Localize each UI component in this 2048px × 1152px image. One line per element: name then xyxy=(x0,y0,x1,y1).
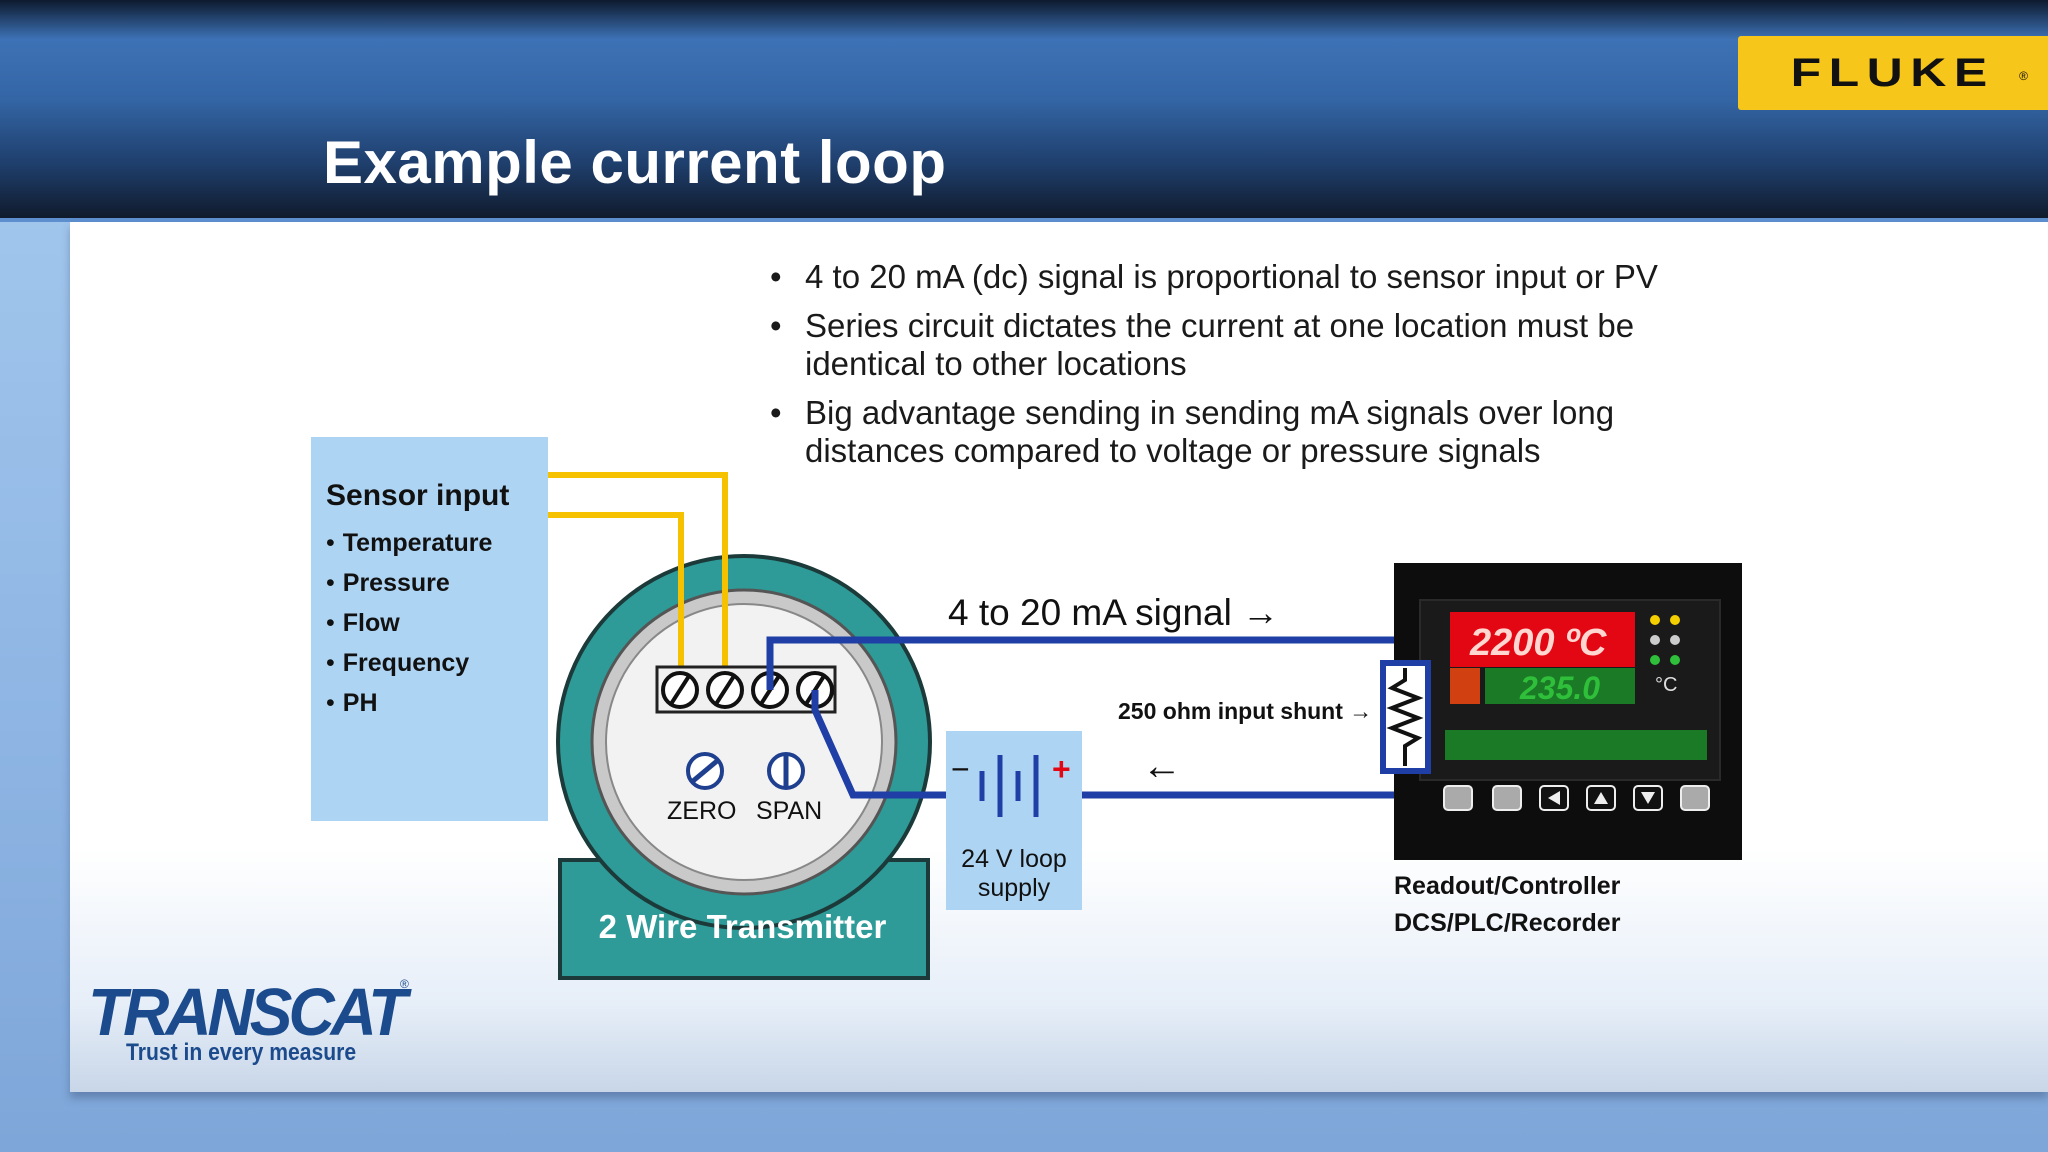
transcat-logo-text: TRANSCAT xyxy=(88,974,407,1050)
sensor-wire-1 xyxy=(548,472,728,690)
sensor-item: •Frequency xyxy=(326,643,492,683)
bullet-list: 4 to 20 mA (dc) signal is proportional t… xyxy=(770,258,1750,481)
controller-status-leds xyxy=(1650,615,1680,665)
sensor-bullet: • xyxy=(326,609,335,637)
fluke-registered-mark: ® xyxy=(2019,69,2028,83)
controller-indicator xyxy=(1450,668,1480,704)
sensor-bullet: • xyxy=(326,529,335,557)
controller-unit: °C xyxy=(1655,674,1677,696)
signal-label: 4 to 20 mA signal → xyxy=(948,592,1280,633)
sensor-item: •Flow xyxy=(326,603,492,643)
readout-label-line2: DCS/PLC/Recorder xyxy=(1394,909,1621,937)
shunt-label: 250 ohm input shunt → xyxy=(1118,698,1373,724)
sensor-item: •PH xyxy=(326,683,492,723)
bullet-item: 4 to 20 mA (dc) signal is proportional t… xyxy=(770,258,1750,296)
bullet-item: Series circuit dictates the current at o… xyxy=(770,307,1750,383)
sensor-item-label: Pressure xyxy=(342,569,450,597)
loop-wire-transmitter-to-supply xyxy=(811,690,946,799)
sensor-input-box: Sensor input •Temperature •Pressure •Flo… xyxy=(311,437,548,821)
transmitter-face xyxy=(605,603,883,881)
bullet-text: 4 to 20 mA (dc) signal is proportional t… xyxy=(805,258,1658,295)
sensor-item: •Temperature xyxy=(326,523,492,563)
controller-buttons xyxy=(1443,785,1710,811)
controller-primary-value: 2200 ºC xyxy=(1469,622,1607,664)
transcat-logo: TRANSCAT ® Trust in every measure xyxy=(88,974,409,1066)
sensor-bullet: • xyxy=(326,569,335,597)
bullet-text: Series circuit dictates the current at o… xyxy=(805,307,1635,382)
pgm-button xyxy=(1443,785,1473,811)
fluke-logo-text: FLUKE xyxy=(1790,50,1996,95)
transcat-tagline: Trust in every measure xyxy=(126,1039,357,1066)
zero-label: ZERO xyxy=(667,797,737,825)
sensor-bullet: • xyxy=(326,649,335,677)
sensor-item-label: Temperature xyxy=(342,529,493,557)
transcat-registered-mark: ® xyxy=(400,977,409,991)
controller-bargraph xyxy=(1445,730,1707,760)
readout-label: Readout/Controller DCS/PLC/Recorder xyxy=(1394,868,1620,942)
mode-button xyxy=(1492,785,1522,811)
sensor-input-list: •Temperature •Pressure •Flow •Frequency … xyxy=(326,523,492,723)
sensor-bullet: • xyxy=(326,689,335,717)
controller-secondary-display xyxy=(1485,668,1635,704)
supply-label: 24 V loop supply xyxy=(961,845,1067,902)
bullet-text: Big advantage sending in sending mA sign… xyxy=(805,394,1615,469)
bullet-item: Big advantage sending in sending mA sign… xyxy=(770,394,1750,470)
sensor-item-label: Flow xyxy=(342,609,400,637)
controller-secondary-value: 235.0 xyxy=(1519,670,1600,706)
controller-primary-display xyxy=(1450,612,1635,667)
span-label: SPAN xyxy=(756,797,823,825)
fluke-logo: FLUKE ® xyxy=(1738,36,2048,110)
transmitter-label: 2 Wire Transmitter xyxy=(598,908,887,945)
sensor-input-title: Sensor input xyxy=(326,479,510,512)
loop-wire-return xyxy=(1082,770,1409,799)
sensor-item-label: PH xyxy=(342,689,378,717)
resistor-zigzag xyxy=(1386,668,1424,766)
enter-button xyxy=(1680,785,1710,811)
loop-supply-box xyxy=(946,731,1082,910)
sensor-item: •Pressure xyxy=(326,563,492,603)
sensor-item-label: Frequency xyxy=(342,649,470,677)
terminal-screws xyxy=(661,671,834,709)
page-title: Example current loop xyxy=(323,129,947,196)
header-bar: Example current loop FLUKE ® xyxy=(0,0,2048,222)
readout-label-line1: Readout/Controller xyxy=(1394,872,1621,900)
sensor-wire-2 xyxy=(548,512,684,690)
